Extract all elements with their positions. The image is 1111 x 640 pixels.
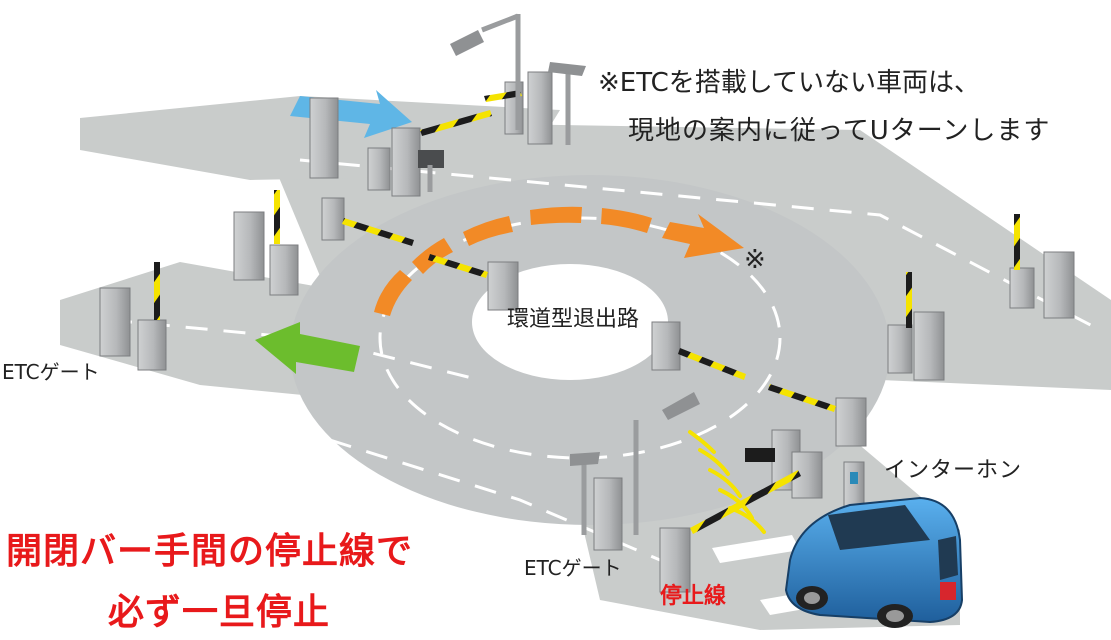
gate-post-icon <box>269 244 299 296</box>
gate-post-icon <box>309 97 339 179</box>
gate-display <box>418 150 444 168</box>
stop-warning-line2: 必ず一旦停止 <box>108 592 331 633</box>
non-etc-note-line2: 現地の案内に従ってUターンします <box>628 116 1051 146</box>
non-etc-note-line1: ※ETCを搭載していない車両は、 <box>598 68 980 98</box>
barrier-arm-icon <box>906 272 912 328</box>
barrier-arm-icon <box>484 90 522 102</box>
gate-posts <box>99 71 1075 593</box>
gate-post-icon <box>137 319 167 371</box>
barrier-arm-icon <box>678 348 746 380</box>
entry-arrow <box>255 322 360 374</box>
roundabout-island <box>472 264 668 380</box>
barrier-arm-icon <box>154 262 160 320</box>
roundabout-exit-label: 環道型退出路 <box>507 307 640 332</box>
signal-waves-icon <box>688 430 766 534</box>
stop-warning-line1: 開閉バー手間の停止線で <box>6 531 414 572</box>
barrier-arm-icon <box>420 110 492 136</box>
barrier-arm-icon <box>428 254 488 278</box>
antenna-head <box>570 452 600 466</box>
barrier-arms <box>154 90 1020 534</box>
gate-post-icon <box>659 527 691 593</box>
car-icon <box>784 496 964 628</box>
stop-line-marking <box>712 535 800 563</box>
barrier-arm-icon <box>768 384 836 412</box>
gate-post-icon <box>233 211 265 281</box>
etc-gate-label-left: ETCゲート <box>2 360 100 384</box>
barrier-arm-icon <box>690 470 801 534</box>
gate-post-icon <box>1043 251 1075 319</box>
gate-post-icon <box>527 71 553 145</box>
barrier-arm-icon <box>342 218 414 246</box>
gate-post-icon <box>367 147 391 191</box>
gate-post-icon <box>391 127 421 197</box>
gate-post-icon <box>321 197 345 241</box>
gate-post-icon <box>593 477 623 551</box>
gate-post-icon <box>1009 267 1035 309</box>
gate-post-icon <box>487 261 519 311</box>
stop-line-label: 停止線 <box>660 584 727 609</box>
antenna-head <box>662 392 700 420</box>
gate-post-icon <box>835 397 867 447</box>
etc-gate-label-bottom: ETCゲート <box>524 556 622 580</box>
gate-post-icon <box>913 311 945 381</box>
antenna-head <box>548 62 586 76</box>
antenna-icon <box>481 13 521 130</box>
gate-post-icon <box>99 287 131 357</box>
barrier-arm-icon <box>1014 214 1020 270</box>
antennas <box>427 13 639 535</box>
gate-post-icon <box>887 324 913 374</box>
barrier-arm-icon <box>274 190 280 244</box>
gate-sign <box>745 448 775 462</box>
gate-post-icon <box>651 321 681 371</box>
note-reference-mark: ※ <box>744 245 766 275</box>
intercom-screen <box>850 472 858 484</box>
u-turn-arrow <box>374 206 744 316</box>
intercom-label: インターホン <box>884 458 1023 483</box>
antenna-head <box>450 30 484 56</box>
